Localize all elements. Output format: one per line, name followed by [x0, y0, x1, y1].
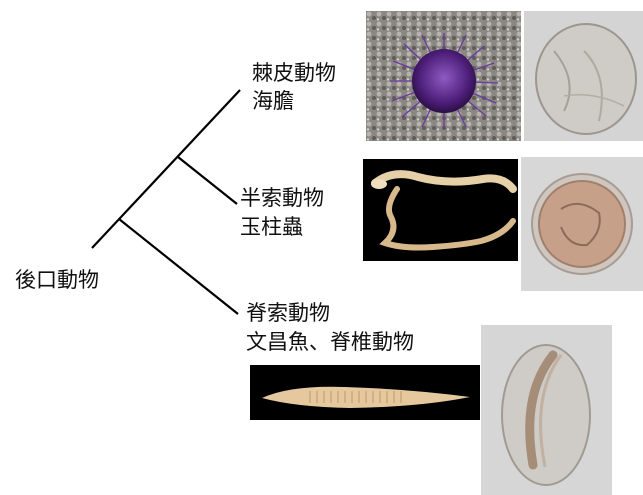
clade-label-chordate: 脊索動物: [246, 300, 330, 327]
sea-urchin-embryo-photo: [524, 11, 643, 141]
clade-label-echinoderm: 棘皮動物: [252, 60, 336, 87]
acorn-worm-embryo-photo: [521, 157, 643, 291]
acorn-worm-photo: [363, 159, 518, 261]
amphioxus-embryo-photo: [481, 325, 612, 495]
example-label-sea-urchin: 海膽: [252, 88, 294, 115]
clade-label-hemichordate: 半索動物: [240, 185, 324, 212]
example-label-amphioxus-vertebrates: 文昌魚、脊椎動物: [246, 329, 414, 356]
branch-node-to-chordate: [119, 219, 238, 314]
branch-node-to-hemichordate: [178, 157, 237, 204]
root-label: 後口動物: [15, 267, 99, 294]
example-label-acorn-worm: 玉柱蟲: [240, 214, 303, 241]
branch-root-to-echinoderm: [92, 90, 240, 248]
sea-urchin-photo: [366, 11, 521, 141]
amphioxus-photo: [250, 365, 480, 420]
